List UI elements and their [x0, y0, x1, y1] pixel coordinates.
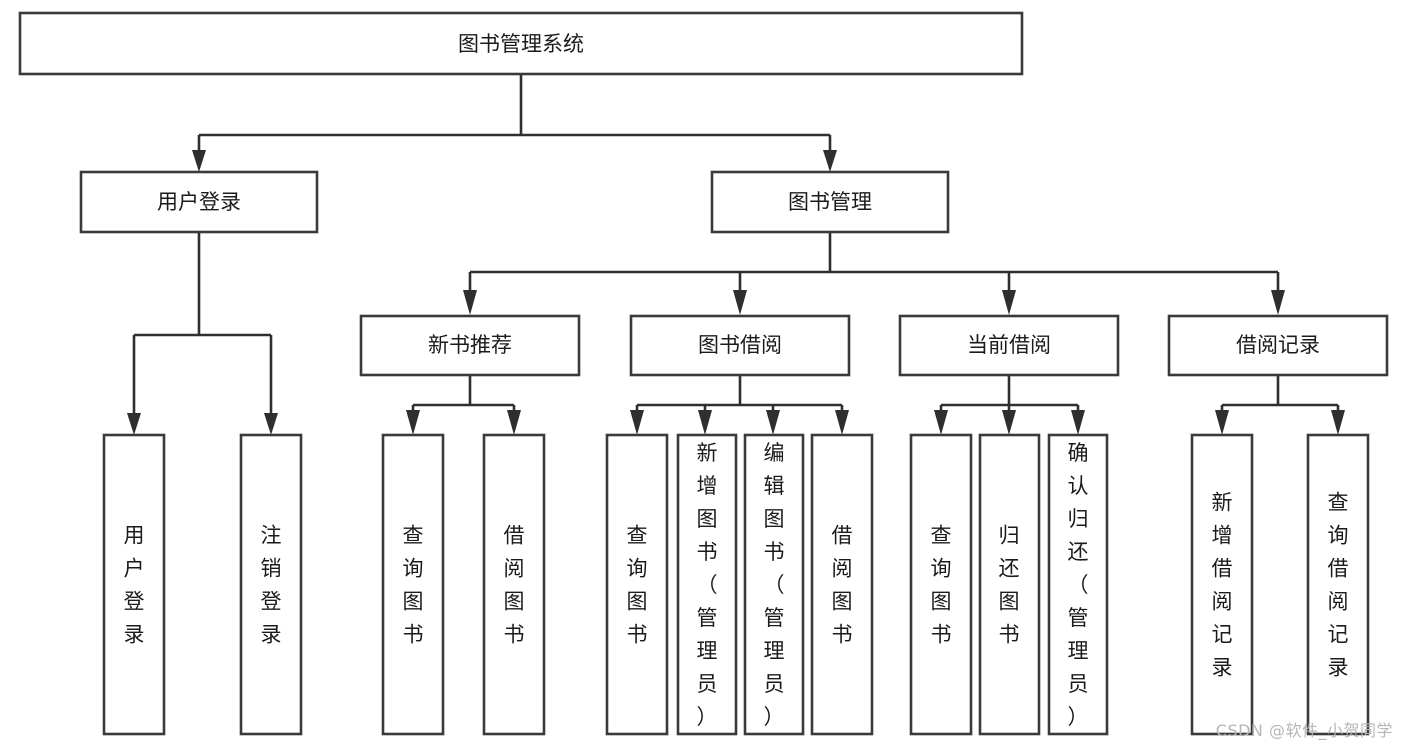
user-login-box[interactable]: [79, 170, 319, 234]
leaf-borrow-book-1-box[interactable]: [482, 433, 546, 736]
arrow-to-book-borrow: [733, 290, 747, 315]
borrow-record-label: 借阅记录: [1236, 333, 1320, 357]
node-user-login[interactable]: 用户登录: [79, 170, 319, 234]
node-book-borrow[interactable]: 图书借阅: [629, 314, 851, 377]
root-label: 图书管理系统: [458, 32, 584, 56]
book-borrow-label: 图书借阅: [698, 333, 782, 357]
arrow-to-borrow-record: [1271, 290, 1285, 315]
arrow-to-leaf-return-book: [1002, 410, 1016, 435]
arrow-to-leaf-borrow-book-1: [507, 410, 521, 435]
connector-layer: [127, 74, 1345, 435]
node-leaf-confirm-return[interactable]: 确认归还（管理员）: [1047, 433, 1109, 736]
node-leaf-logout-login[interactable]: 注销登录: [239, 433, 303, 736]
root-box[interactable]: [18, 11, 1024, 76]
node-root-book-management-system[interactable]: 图书管理系统: [18, 11, 1024, 76]
leaf-edit-book-label: 编辑图书（管理员）: [764, 441, 785, 729]
arrow-to-leaf-query-book-2: [630, 410, 644, 435]
node-leaf-return-book[interactable]: 归还图书: [978, 433, 1041, 736]
arrow-to-leaf-query-book-3: [934, 410, 948, 435]
node-leaf-add-record[interactable]: 新增借阅记录: [1190, 433, 1254, 736]
book-borrow-box[interactable]: [629, 314, 851, 377]
arrow-to-leaf-add-record: [1215, 410, 1229, 435]
node-leaf-borrow-book-2[interactable]: 借阅图书: [810, 433, 874, 736]
arrow-to-leaf-query-book-1: [406, 410, 420, 435]
arrow-to-leaf-user-login: [127, 413, 141, 435]
leaf-query-book-2-box[interactable]: [605, 433, 669, 736]
book-management-box[interactable]: [710, 170, 950, 234]
leaf-confirm-return-box[interactable]: [1047, 433, 1109, 736]
book-management-label: 图书管理: [788, 190, 872, 214]
leaf-query-record-box[interactable]: [1306, 433, 1370, 736]
arrow-to-leaf-borrow-book-2: [835, 410, 849, 435]
node-leaf-user-login[interactable]: 用户登录: [102, 433, 166, 736]
arrow-to-new-book-recommend: [463, 290, 477, 315]
arrow-to-leaf-edit-book: [766, 410, 780, 435]
current-borrow-label: 当前借阅: [967, 333, 1051, 357]
leaf-add-record-label: 新增借阅记录: [1212, 491, 1233, 680]
leaf-borrow-book-1-label: 借阅图书: [504, 524, 525, 647]
node-new-book-recommend[interactable]: 新书推荐: [359, 314, 581, 377]
new-book-recommend-box[interactable]: [359, 314, 581, 377]
node-leaf-query-book-2[interactable]: 查询图书: [605, 433, 669, 736]
node-leaf-query-record[interactable]: 查询借阅记录: [1306, 433, 1370, 736]
leaf-query-book-2-label: 查询图书: [627, 524, 648, 647]
leaf-query-book-3-label: 查询图书: [931, 524, 952, 647]
arrow-to-current-borrow: [1002, 290, 1016, 315]
current-borrow-box[interactable]: [898, 314, 1120, 377]
leaf-return-book-label: 归还图书: [999, 524, 1020, 647]
node-leaf-edit-book[interactable]: 编辑图书（管理员）: [743, 433, 805, 736]
leaf-add-book-label: 新增图书（管理员）: [697, 441, 718, 729]
leaf-user-login-box[interactable]: [102, 433, 166, 736]
leaf-query-record-label: 查询借阅记录: [1328, 491, 1349, 680]
node-leaf-borrow-book-1[interactable]: 借阅图书: [482, 433, 546, 736]
node-leaf-query-book-3[interactable]: 查询图书: [909, 433, 973, 736]
leaf-logout-login-box[interactable]: [239, 433, 303, 736]
leaf-borrow-book-2-box[interactable]: [810, 433, 874, 736]
leaf-user-login-label: 用户登录: [124, 524, 145, 647]
leaf-edit-book-box[interactable]: [743, 433, 805, 736]
arrow-to-user-login: [192, 150, 206, 172]
node-leaf-add-book[interactable]: 新增图书（管理员）: [676, 433, 738, 736]
leaf-add-record-box[interactable]: [1190, 433, 1254, 736]
arrow-to-leaf-query-record: [1331, 410, 1345, 435]
leaf-add-book-box[interactable]: [676, 433, 738, 736]
leaf-borrow-book-2-label: 借阅图书: [832, 524, 853, 647]
leaf-return-book-box[interactable]: [978, 433, 1041, 736]
arrow-to-book-management: [823, 150, 837, 172]
user-login-label: 用户登录: [157, 190, 241, 214]
arrow-to-leaf-logout-login: [264, 413, 278, 435]
node-current-borrow[interactable]: 当前借阅: [898, 314, 1120, 377]
leaf-query-book-3-box[interactable]: [909, 433, 973, 736]
new-book-recommend-label: 新书推荐: [428, 333, 512, 357]
borrow-record-box[interactable]: [1167, 314, 1389, 377]
arrow-to-leaf-confirm-return: [1071, 410, 1085, 435]
leaf-confirm-return-label: 确认归还（管理员）: [1068, 441, 1089, 729]
node-leaf-query-book-1[interactable]: 查询图书: [381, 433, 445, 736]
leaf-query-book-1-label: 查询图书: [403, 524, 424, 647]
leaf-query-book-1-box[interactable]: [381, 433, 445, 736]
leaf-logout-login-label: 注销登录: [261, 524, 282, 647]
node-borrow-record[interactable]: 借阅记录: [1167, 314, 1389, 377]
arrow-to-leaf-add-book: [698, 410, 712, 435]
node-book-management[interactable]: 图书管理: [710, 170, 950, 234]
